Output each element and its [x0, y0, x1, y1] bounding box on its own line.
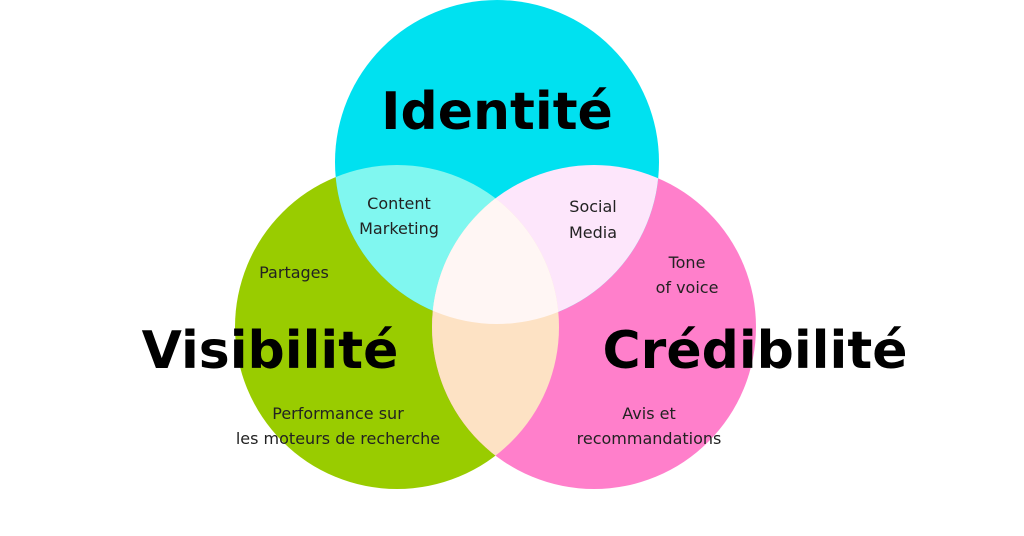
annotation-of-voice: of voice — [656, 278, 719, 297]
overlap-label-content: Content — [367, 194, 431, 213]
annotation-tone: Tone — [668, 253, 706, 272]
annotation-avis: Avis et — [622, 404, 675, 423]
label-visibilite: Visibilité — [142, 321, 399, 381]
annotation-recommandations: recommandations — [577, 429, 722, 448]
label-credibilite: Crédibilité — [603, 321, 908, 381]
overlap-center — [432, 165, 559, 324]
annotation-partages: Partages — [259, 263, 329, 282]
annotation-moteurs: les moteurs de recherche — [236, 429, 440, 448]
annotation-performance: Performance sur — [272, 404, 404, 423]
label-identite: Identité — [381, 82, 613, 142]
overlap-label-social: Social — [569, 197, 616, 216]
overlap-label-media: Media — [569, 223, 617, 242]
overlap-label-marketing: Marketing — [359, 219, 439, 238]
